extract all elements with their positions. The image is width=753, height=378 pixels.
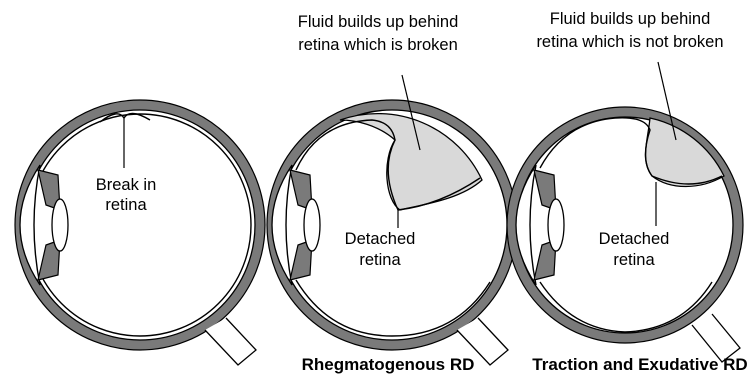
eye1-break-label-line2: retina	[105, 196, 147, 214]
eye3-fluid-label-line1: Fluid builds up behind	[550, 10, 711, 28]
eye-rhegmatogenous: Fluid builds up behind retina which is b…	[267, 13, 517, 374]
eye3-detached-label-line2: retina	[613, 251, 655, 269]
eye2-detached-label-line2: retina	[359, 251, 401, 269]
eye3-caption: Traction and Exudative RD	[532, 355, 747, 374]
eye1-lens	[52, 199, 68, 251]
eye3-fluid-label-line2: retina which is not broken	[536, 33, 723, 51]
eye-traction-exudative: Fluid builds up behind retina which is n…	[507, 10, 748, 374]
eye3-detached-label-line1: Detached	[599, 230, 670, 248]
eye2-caption: Rhegmatogenous RD	[302, 355, 475, 374]
eye1-break-label-line1: Break in	[96, 176, 157, 194]
eye2-lens	[304, 199, 320, 251]
eye2-detached-label-line1: Detached	[345, 230, 416, 248]
eye2-fluid-label-line2: retina which is broken	[298, 36, 458, 54]
eye3-lens	[548, 199, 564, 251]
eye-normal-with-break: Break in retina	[15, 100, 265, 365]
eye2-fluid-label-line1: Fluid builds up behind	[298, 13, 459, 31]
